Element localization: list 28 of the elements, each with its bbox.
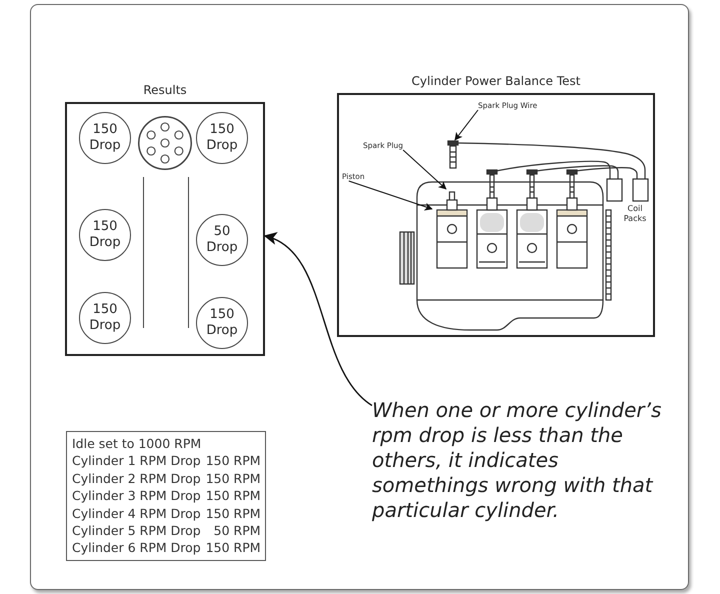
- table-cell-text: 150 RPM: [206, 452, 262, 470]
- callout-text: When one or more cylinder’s rpm drop is less than the others, it indicates somethings wrong with that particular cylinder.: [372, 398, 677, 523]
- curved-arrow: [264, 234, 372, 406]
- table-cell-text: 150 RPM: [206, 470, 262, 488]
- reading-circle: 50 Drop: [196, 214, 248, 266]
- table-cell-text: Cylinder 3 RPM Drop: [71, 487, 202, 505]
- panel-title: Cylinder Power Balance Test: [412, 74, 580, 89]
- table-cell-text: Cylinder 6 RPM Drop: [71, 539, 202, 557]
- table-cell-text: Idle set to 1000 RPM: [71, 435, 202, 452]
- panel-title: Results: [143, 83, 187, 98]
- table-cell-text: 50 RPM: [212, 522, 262, 540]
- distributor-circle: [138, 116, 192, 170]
- table-cell-text: Cylinder 5 RPM Drop: [71, 522, 202, 540]
- part-label: Coil Packs: [622, 204, 648, 224]
- leader-line: [454, 110, 478, 141]
- table-cell-text: Cylinder 1 RPM Drop: [71, 452, 202, 470]
- reading-circle: 150 Drop: [196, 297, 248, 349]
- table-cell-text: Cylinder 4 RPM Drop: [71, 504, 202, 522]
- leader-line: [348, 180, 433, 210]
- reading-circle: 150 Drop: [79, 292, 131, 344]
- table-cell-text: 150 RPM: [206, 539, 262, 557]
- reading-circle: 150 Drop: [79, 112, 131, 164]
- reading-circle: 150 Drop: [79, 209, 131, 261]
- table-cell-text: 150 RPM: [206, 487, 262, 505]
- leader-line: [402, 150, 447, 190]
- table-cell-text: 150 RPM: [206, 504, 262, 522]
- reading-circle: 150 Drop: [196, 112, 248, 164]
- table-cell-text: Cylinder 2 RPM Drop: [71, 470, 202, 488]
